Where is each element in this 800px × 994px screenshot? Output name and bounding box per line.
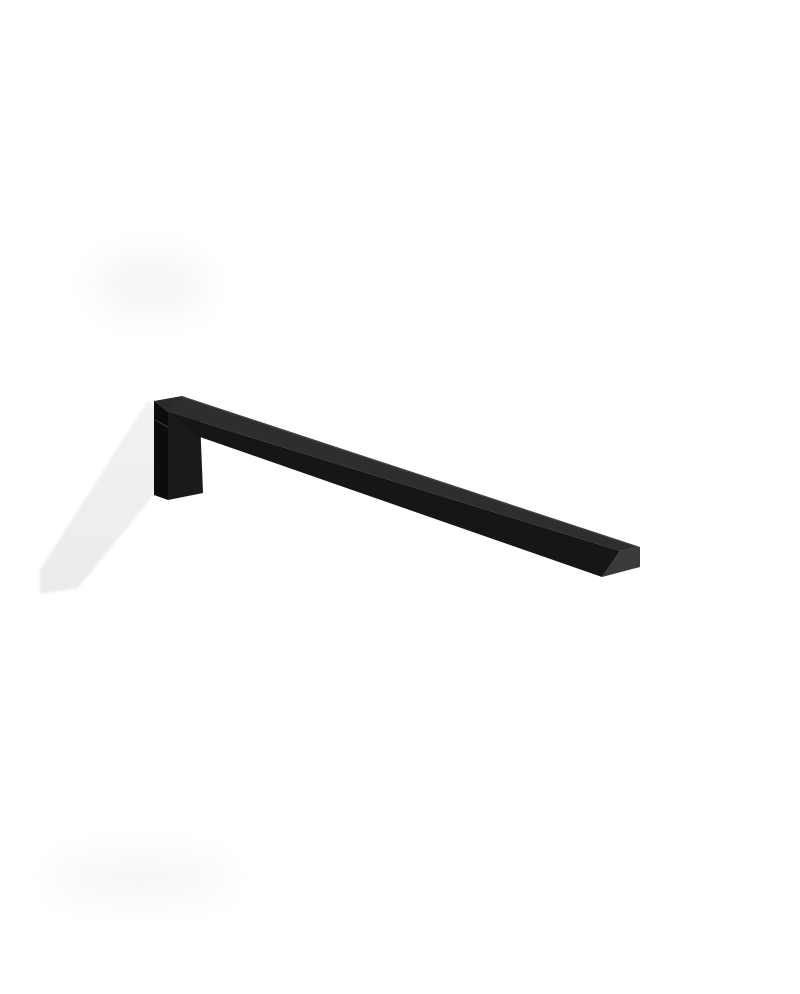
- soft-shadow-blob-bottom: [50, 856, 230, 900]
- bracket-front-face: [168, 412, 203, 500]
- arm-front-face: [168, 412, 620, 577]
- arm-top-edge-highlight: [181, 396, 639, 548]
- bracket-seam: [154, 419, 169, 428]
- wall-cast-shadow: [40, 400, 163, 594]
- towel-bar-arm: [168, 396, 640, 577]
- arm-end-face: [602, 547, 640, 577]
- soft-shadow-blob-top: [95, 257, 205, 313]
- arm-top-face: [168, 396, 640, 551]
- bracket-side-face: [154, 401, 168, 500]
